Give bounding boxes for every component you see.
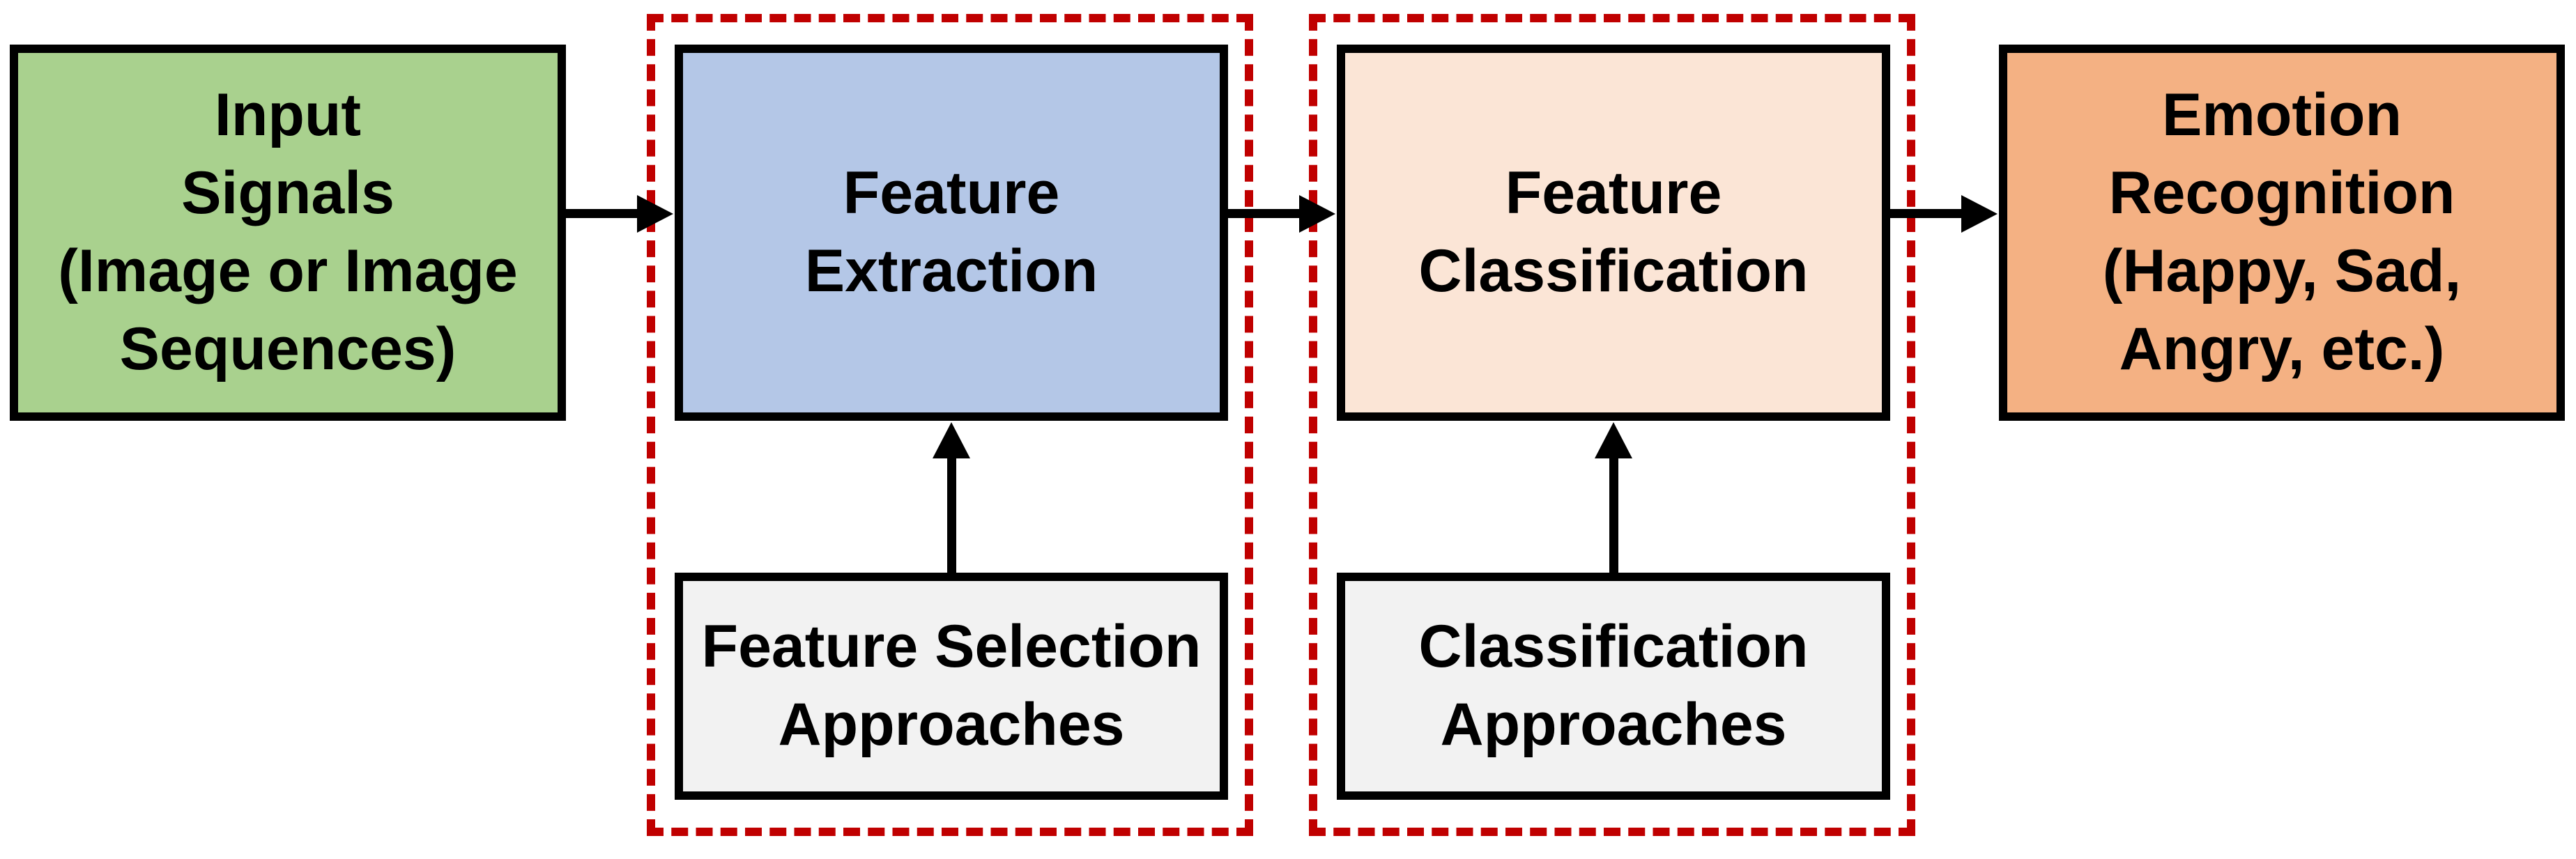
emotion-recognition-node: Emotion Recognition (Happy, Sad, Angry, …	[1999, 45, 2565, 421]
arrow-head-right-icon	[1961, 195, 1998, 233]
arrow-shaft	[566, 209, 640, 218]
arrow-head-right-icon	[637, 195, 673, 233]
feature-classification-node: Feature Classification	[1337, 45, 1890, 421]
input-signals-label: Input Signals (Image or Image Sequences)	[58, 82, 518, 382]
feature-selection-approaches-node: Feature Selection Approaches	[675, 573, 1228, 800]
arrow-shaft	[1609, 453, 1618, 573]
classification-approaches-label: Classification Approaches	[1418, 613, 1809, 758]
feature-selection-approaches-label: Feature Selection Approaches	[701, 613, 1202, 758]
arrow-head-right-icon	[1299, 195, 1335, 233]
arrow-head-up-icon	[933, 422, 970, 458]
feature-classification-label: Feature Classification	[1418, 160, 1809, 304]
arrow-head-up-icon	[1595, 422, 1632, 458]
feature-extraction-node: Feature Extraction	[675, 45, 1228, 421]
emotion-recognition-label: Emotion Recognition (Happy, Sad, Angry, …	[2102, 82, 2462, 382]
arrow-shaft	[1228, 209, 1302, 218]
classification-approaches-node: Classification Approaches	[1337, 573, 1890, 800]
arrow-shaft	[947, 453, 956, 573]
arrow-shaft	[1890, 209, 1964, 218]
feature-extraction-label: Feature Extraction	[804, 160, 1098, 304]
input-signals-node: Input Signals (Image or Image Sequences)	[10, 45, 566, 421]
